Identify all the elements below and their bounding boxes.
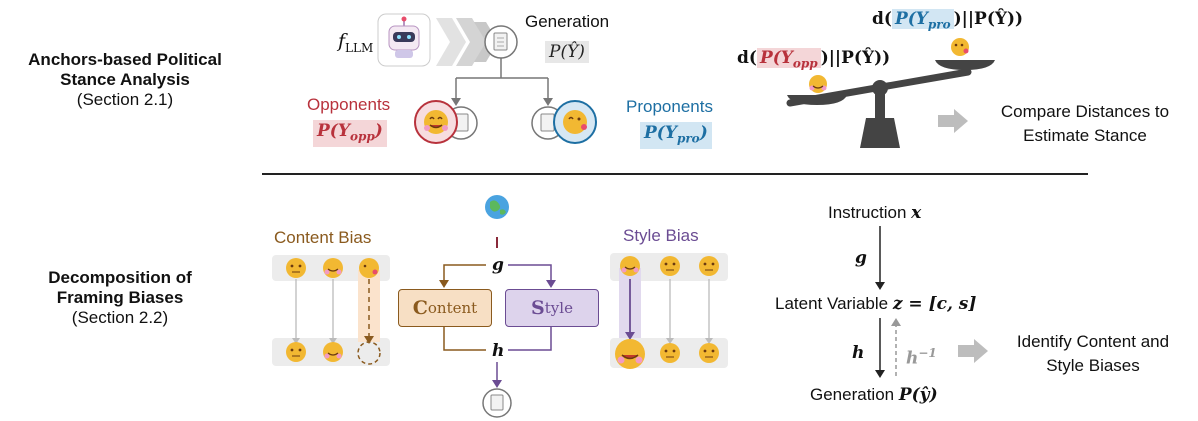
missing-emoji-placeholder xyxy=(357,341,381,365)
opponents-label: Opponents xyxy=(307,95,391,114)
emoji-happy-icon xyxy=(323,258,343,278)
llm-label: fLLM xyxy=(338,30,374,55)
emoji-happy-icon xyxy=(620,256,640,276)
gh-flow-lines xyxy=(443,264,552,382)
distance-pro: d(P(Ypro)||P(Ŷ)) xyxy=(872,9,1024,32)
compare-label: Compare Distances to Estimate Stance xyxy=(1000,102,1170,145)
g-label: g xyxy=(492,255,504,275)
generation-label: Generation xyxy=(525,12,610,31)
emoji-neutral-icon xyxy=(699,343,719,363)
anchors-section: (Section 2.1) xyxy=(76,90,174,109)
section-divider xyxy=(262,173,1088,175)
decomposition-title: Decomposition of Framing Biases xyxy=(48,268,192,307)
content-bias-label: Content Bias xyxy=(274,228,372,247)
latent-label: Latent Variable z = [c, s] xyxy=(775,294,977,314)
emoji-happy-icon xyxy=(414,100,458,144)
emoji-neutral-icon xyxy=(699,256,719,276)
row-title-decomposition: Decomposition of Framing Biases (Section… xyxy=(20,268,220,328)
emoji-happy-icon xyxy=(615,339,645,369)
emoji-neutral-icon xyxy=(660,256,680,276)
anchors-title: Anchors-based Political Stance Analysis xyxy=(28,50,222,89)
emoji-kiss-icon xyxy=(553,100,597,144)
h-label: h xyxy=(492,341,505,361)
g-right-label: g xyxy=(855,248,867,268)
tree-lines xyxy=(455,58,549,100)
distance-opp: d(P(Yopp)||P(Ŷ)) xyxy=(737,48,891,71)
globe-icon xyxy=(485,195,509,219)
emoji-kiss-icon xyxy=(951,38,969,56)
generation-math: P(Ŷ) xyxy=(545,41,589,63)
proponents-label: Proponents xyxy=(626,97,713,116)
emoji-happy-icon xyxy=(809,75,827,93)
row-title-anchors: Anchors-based Political Stance Analysis … xyxy=(10,50,240,110)
arrow-right-icon xyxy=(938,109,968,133)
content-bias-arrows xyxy=(295,279,334,340)
bottom-generation-label: Generation P(ŷ) xyxy=(810,385,938,405)
emoji-neutral-icon xyxy=(286,342,306,362)
opponents-math: P(Yopp) xyxy=(313,120,387,148)
scale-icon xyxy=(786,60,995,148)
arrow-right-icon xyxy=(958,339,988,363)
style-bias-label: Style Bias xyxy=(623,226,699,245)
document-icon xyxy=(484,25,518,59)
arrow-down-icon xyxy=(543,98,553,106)
identify-label: Identify Content and Style Biases xyxy=(1016,332,1170,375)
document-icon xyxy=(482,388,512,418)
proponents-math: P(Ypro) xyxy=(640,122,712,150)
arrow-down-icon xyxy=(451,98,461,106)
instruction-label: Instruction x xyxy=(828,203,922,223)
decomposition-section: (Section 2.2) xyxy=(71,308,169,327)
emoji-neutral-icon xyxy=(660,343,680,363)
h-inverse-label: h−1 xyxy=(906,346,937,369)
robot-icon xyxy=(377,13,431,67)
emoji-neutral-icon xyxy=(286,258,306,278)
emoji-happy-icon xyxy=(323,342,343,362)
h-right-label: h xyxy=(852,343,865,363)
emoji-kiss-icon xyxy=(359,258,379,278)
